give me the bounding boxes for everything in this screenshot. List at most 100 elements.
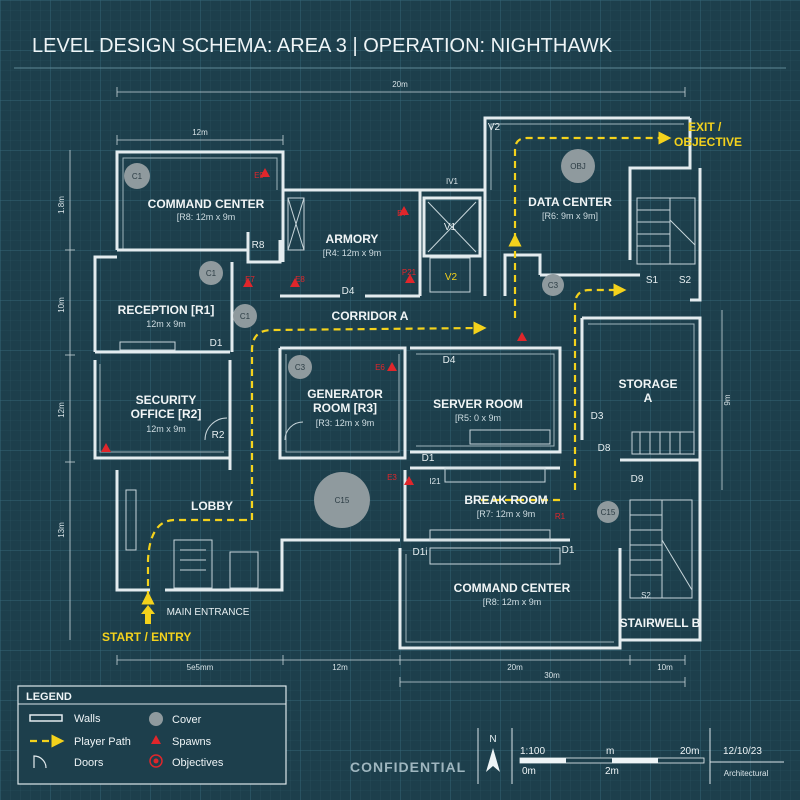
spawn-icon — [151, 735, 161, 744]
cover-icon — [149, 712, 163, 726]
title-block: 12/10/23 Architectural — [709, 728, 784, 784]
spawn-icon — [260, 168, 270, 177]
svg-text:E6: E6 — [375, 363, 385, 372]
spawn-icon — [101, 443, 111, 452]
player-path — [141, 131, 672, 605]
svg-text:20m: 20m — [680, 746, 699, 757]
svg-text:C3: C3 — [548, 281, 559, 290]
room-command-center-bottom: COMMAND CENTER — [454, 581, 571, 595]
svg-text:C15: C15 — [335, 496, 350, 505]
spawn-icon — [387, 362, 397, 371]
spawn-icon — [243, 278, 253, 287]
dim-bottom-2: 12m — [332, 663, 348, 672]
room-storage: STORAGE — [618, 377, 677, 391]
svg-text:R2: R2 — [212, 430, 225, 441]
dim-bottom-4: 10m — [657, 663, 673, 672]
svg-text:V2: V2 — [488, 122, 501, 133]
svg-text:[R7: 12m x 9m: [R7: 12m x 9m — [477, 509, 536, 519]
svg-text:D4: D4 — [443, 355, 456, 366]
svg-text:D1i: D1i — [412, 547, 427, 558]
svg-text:E7: E7 — [245, 275, 255, 284]
cover-c3-b — [542, 274, 564, 296]
room-labels: COMMAND CENTER [R8: 12m x 9m ARMORY [R4:… — [118, 195, 701, 630]
room-armory: ARMORY — [326, 232, 379, 246]
dim-bottom-1: 5e5mm — [187, 663, 214, 672]
spawn-icon — [399, 206, 409, 215]
spawn-markers — [101, 168, 527, 485]
legend-cover: Cover — [172, 714, 202, 726]
spawn-icon — [405, 274, 415, 283]
svg-text:D4: D4 — [342, 286, 355, 297]
svg-text:[R8: 12m x 9m: [R8: 12m x 9m — [177, 212, 236, 222]
cover-markers: C1 C1 C1 C3 C3 C15 C15 OBJ — [124, 149, 619, 528]
room-server: SERVER ROOM — [433, 397, 523, 411]
cover-c1-c — [233, 304, 257, 328]
objective-icon — [149, 754, 163, 768]
dim-right-1: 9m — [723, 394, 732, 405]
svg-text:m: m — [606, 746, 614, 757]
dim-left-2: 10m — [57, 297, 66, 313]
spawn-icon — [404, 476, 414, 485]
room-data-center: DATA CENTER — [528, 195, 612, 209]
svg-text:C15: C15 — [601, 508, 616, 517]
confidential-stamp: CONFIDENTIAL — [350, 759, 466, 775]
lobby-furniture — [125, 489, 259, 589]
room-security-office: SECURITY — [136, 393, 197, 407]
svg-text:C3: C3 — [295, 363, 306, 372]
floorplan-walls — [93, 116, 702, 650]
svg-text:[R4: 12m x 9m: [R4: 12m x 9m — [323, 248, 382, 258]
cover-c1-b — [199, 261, 223, 285]
dim-left-4: 13m — [57, 522, 66, 538]
legend-walls: Walls — [74, 713, 101, 725]
legend-path: Player Path — [74, 736, 131, 748]
svg-text:S2: S2 — [679, 275, 692, 286]
dim-bottom-3: 20m — [507, 663, 523, 672]
svg-text:C1: C1 — [206, 269, 217, 278]
legend-title: LEGEND — [26, 691, 72, 703]
dim-top-total: 20m — [392, 80, 408, 89]
objective-marker — [561, 149, 595, 183]
svg-text:E7: E7 — [397, 209, 407, 218]
svg-text:V1: V1 — [444, 222, 457, 233]
corridor-a: CORRIDOR A — [332, 309, 409, 323]
svg-text:D1: D1 — [210, 338, 223, 349]
svg-text:R1: R1 — [555, 512, 566, 521]
room-command-center-top: COMMAND CENTER — [148, 197, 265, 211]
svg-text:[R8: 12m x 9m: [R8: 12m x 9m — [483, 597, 542, 607]
dim-left-1: 1.8m — [57, 196, 66, 214]
cover-c15-b — [597, 501, 619, 523]
objective-label: OBJECTIVE — [674, 135, 742, 149]
svg-text:2m: 2m — [605, 766, 619, 777]
svg-text:A: A — [644, 391, 653, 405]
svg-text:D8: D8 — [598, 443, 611, 454]
svg-text:12m x 9m: 12m x 9m — [146, 424, 186, 434]
wall-icon — [29, 714, 63, 722]
start-label: START / ENTRY — [102, 630, 191, 644]
spawn-icon — [517, 332, 527, 341]
dim-top-left: 12m — [192, 128, 208, 137]
svg-text:S1: S1 — [646, 275, 659, 286]
svg-text:12m x 9m: 12m x 9m — [146, 319, 186, 329]
room-generator: GENERATOR — [307, 387, 383, 401]
svg-text:12/10/23: 12/10/23 — [723, 746, 762, 757]
legend-objectives: Objectives — [172, 757, 224, 769]
svg-text:C1: C1 — [132, 172, 143, 181]
cover-c3-a — [288, 355, 312, 379]
room-stairwell-b: STAIRWELL B — [620, 616, 701, 630]
svg-text:[R3: 12m x 9m: [R3: 12m x 9m — [316, 418, 375, 428]
room-reception: RECEPTION [R1] — [118, 303, 215, 317]
legend-doors: Doors — [74, 757, 104, 769]
exit-label: EXIT / — [688, 120, 722, 134]
svg-text:1:100: 1:100 — [520, 746, 545, 757]
svg-text:D9: D9 — [631, 474, 644, 485]
svg-text:S2: S2 — [641, 591, 651, 600]
svg-text:IV1: IV1 — [446, 177, 459, 186]
svg-text:C1: C1 — [240, 312, 251, 321]
svg-text:P21: P21 — [402, 268, 417, 277]
dim-bottom-total: 30m — [544, 671, 560, 680]
north-arrow-icon: N — [477, 728, 500, 784]
room-lobby: LOBBY — [191, 499, 233, 513]
spawn-icon — [290, 278, 300, 287]
room-break: BREAK ROOM — [464, 493, 547, 507]
